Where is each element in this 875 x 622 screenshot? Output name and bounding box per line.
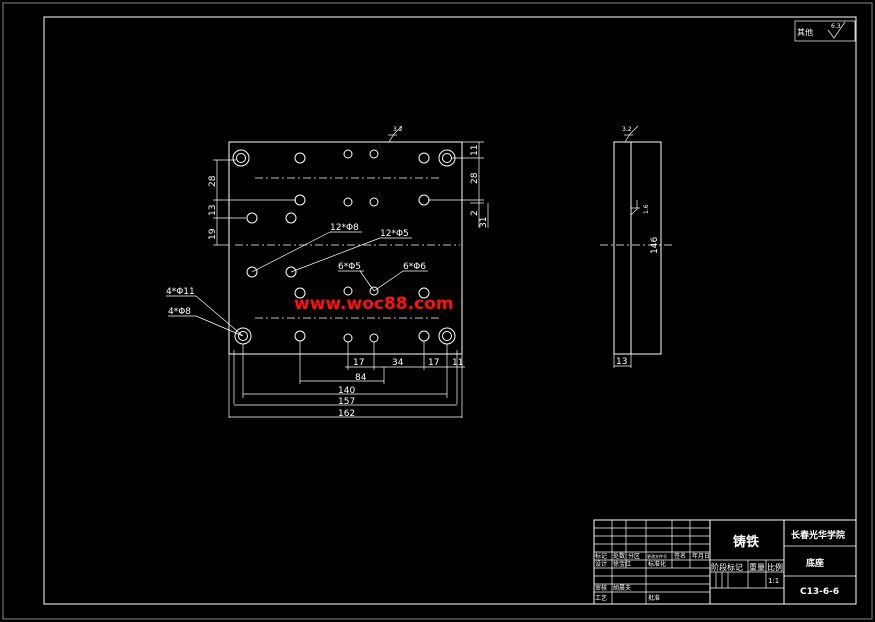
school-name: 长春光华学院 (791, 529, 845, 541)
hole (369, 333, 379, 343)
plate-outline (228, 141, 463, 355)
roughness-symbol-icon (827, 21, 846, 39)
hole (343, 286, 353, 296)
holes-row-3 (246, 266, 430, 299)
scale-value: 1:1 (768, 577, 779, 585)
front-roughness-mark: 3.2 (388, 125, 403, 143)
rev-cell: 年月日 (692, 552, 710, 560)
corner-mark: 其他 6.3 (794, 20, 856, 42)
hole-large (232, 149, 250, 167)
hole (369, 286, 379, 296)
front-view: 3.2 (166, 125, 489, 419)
hole (418, 194, 430, 206)
corner-roughness-value: 6.3 (831, 23, 841, 30)
row-name: 徐宝红 (613, 560, 631, 568)
hole (285, 266, 297, 278)
callout-12x5: 12*Φ5 (380, 229, 409, 239)
hole-callouts: 12*Φ8 12*Φ5 6*Φ5 6*Φ6 4*Φ11 4*Φ8 (166, 223, 428, 337)
hole-large (438, 327, 456, 345)
dim-28-left: 28 (208, 175, 218, 187)
row-label: 审核 (595, 584, 607, 592)
hole (294, 330, 306, 342)
rev-cell: 分区 (628, 552, 640, 560)
dim-19: 19 (208, 228, 218, 240)
side-outline (613, 141, 662, 355)
dim-157: 157 (338, 397, 355, 407)
material: 铸铁 (733, 534, 759, 550)
rev-cell: 处数 (613, 552, 625, 560)
row-label: 设计 (595, 560, 607, 568)
watermark: www.woc88.com (294, 294, 454, 314)
hole (369, 197, 379, 207)
title-block: 标记 处数 分区 更改文件号 签名 年月日 设计 徐宝红 标准化 审核 胡晨夫 … (593, 519, 857, 605)
hole (294, 152, 306, 164)
dim-28-right: 28 (470, 172, 480, 184)
dim-13-side: 13 (616, 357, 627, 367)
hole (343, 333, 353, 343)
dim-84: 84 (355, 373, 367, 383)
callout-12x8: 12*Φ8 (330, 223, 359, 233)
hole (294, 287, 306, 299)
row-name: 胡晨夫 (613, 584, 631, 592)
dim-162: 162 (338, 409, 355, 419)
sheet-inner-border (43, 16, 857, 605)
row-label: 工艺 (595, 594, 607, 602)
rev-cell: 标记 (595, 552, 607, 560)
callout-4x8: 4*Φ8 (168, 307, 191, 317)
side-view: 13 3.2 1.6 146 (600, 125, 672, 368)
rev-cell: 签名 (674, 552, 686, 560)
drawing-number: C13-6-6 (800, 587, 839, 597)
rev-cell: 更改文件号 (647, 553, 667, 559)
dim-13: 13 (208, 205, 218, 216)
dim-140: 140 (338, 386, 355, 396)
side-roughness-mark: 3.2 1.6 (622, 125, 650, 216)
holes-row-2 (246, 194, 430, 224)
left-dimensions: 28 13 19 (208, 159, 296, 246)
dim-146: 146 (650, 237, 660, 254)
hole (285, 212, 297, 224)
header-scale: 比例 (767, 562, 783, 572)
dim-11-bottom: 11 (452, 358, 463, 368)
right-dimensions: 11 28 2 31 (428, 141, 489, 228)
hole (343, 197, 353, 207)
part-name: 底座 (806, 557, 824, 569)
dim-17-a: 17 (353, 358, 364, 368)
header-stage: 阶段标记 (711, 562, 743, 572)
side-roughness-face: 1.6 (643, 204, 650, 214)
bottom-dimensions: 17 34 17 11 84 140 157 162 (229, 341, 465, 419)
side-roughness-top: 3.2 (622, 126, 632, 133)
corner-mark-text: 其他 (797, 27, 813, 37)
dim-17-b: 17 (428, 358, 439, 368)
hole (246, 212, 258, 224)
hole (369, 149, 379, 159)
dim-34: 34 (392, 358, 404, 368)
callout-6x6: 6*Φ6 (403, 262, 426, 272)
header-weight: 重量 (749, 562, 765, 572)
dim-11-right: 11 (470, 145, 480, 156)
hole (343, 149, 353, 159)
dim-2: 2 (470, 210, 480, 216)
front-roughness-value: 3.2 (393, 126, 403, 133)
hole (418, 152, 430, 164)
callout-6x5: 6*Φ5 (338, 262, 361, 272)
hole (418, 287, 430, 299)
dim-31: 31 (479, 217, 489, 228)
row-label: 标准化 (648, 560, 666, 568)
holes-row-4 (234, 327, 456, 345)
row-label: 批准 (648, 594, 660, 602)
hole (294, 194, 306, 206)
callout-4x11: 4*Φ11 (166, 287, 195, 297)
holes-row-1 (232, 149, 456, 167)
hole (418, 330, 430, 342)
hole (246, 266, 258, 278)
